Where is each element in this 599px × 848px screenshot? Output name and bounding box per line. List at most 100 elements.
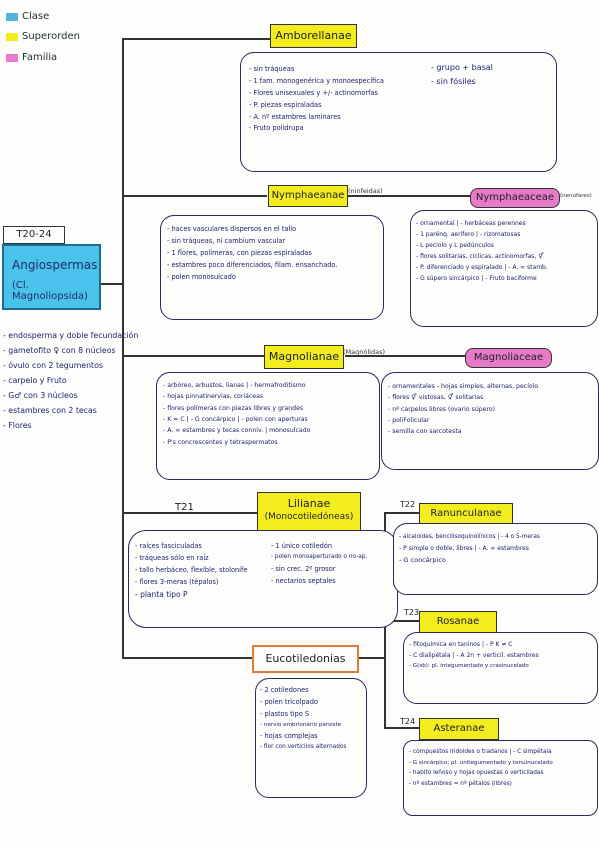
list-item: - sin tráqueas, ni cambium vascular [167, 236, 286, 245]
branch-nymphaeanae [122, 195, 267, 197]
list-item: - G(sb): pl. integumentado y crasinucela… [409, 663, 529, 670]
magnoliaceae-notes: - ornamentales - hojas simples, alternas… [381, 372, 599, 470]
eucotiledonias-title: Eucotiledonias [252, 645, 359, 673]
root-features-list: - endosperma y doble fecundación - gamet… [3, 331, 138, 436]
list-item: - gametofito ♀ con 8 núcleos [3, 346, 116, 355]
magnolianae-tag: (Magnólidas) [343, 348, 385, 356]
asteranae-list: - compuestos iridoides o tradanos | - C … [409, 749, 553, 792]
magnoliaceae-list: - ornamentales - hojas simples, alternas… [388, 383, 538, 440]
list-item: - G sincárpico; pl. unitegumentado y ten… [409, 759, 553, 766]
root-connector [97, 283, 122, 285]
list-item: - estambres poco diferenciados, filam. e… [167, 260, 338, 269]
list-item: - planta tipo P [135, 589, 188, 599]
nymphaeanae-title: Nymphaeanae [268, 185, 348, 207]
list-item: - haces vasculares dispersos en el tallo [167, 225, 297, 233]
asteranae-title: Asteranae [419, 718, 499, 740]
branch-rosanae [384, 620, 419, 622]
lilianae-title-box: Lilianae (Monocotiledóneas) [257, 492, 361, 534]
lilianae-code: T21 [175, 502, 194, 513]
list-item: - compuestos iridoides o tradanos | - C … [409, 749, 552, 755]
list-item: - 1 fam. monogenérica y monoespecífica [249, 76, 384, 85]
list-item: - estambres con 2 tecas [3, 406, 97, 415]
legend-familia: Familia [6, 52, 57, 63]
root-subtitle: (Cl. Magnoliopsida) [12, 280, 88, 302]
eucotiledonias-notes: - 2 cotiledones - polen tricolpado - pla… [255, 678, 367, 798]
lilianae-title: Lilianae [287, 497, 331, 510]
list-item: - ornamental | - herbáceas perennes [416, 220, 526, 227]
root-class-box: Angiospermas (Cl. Magnoliopsida) [2, 244, 101, 310]
branch-lilianae [122, 512, 257, 514]
list-item: - ornamentales - hojas simples, alternas… [388, 383, 539, 390]
rosanae-list: - fitoquímica en taninos | - P K ≠ C - C… [409, 641, 539, 674]
list-item: - P. piezas espiraladas [249, 100, 322, 109]
legend-superorden: Superorden [6, 31, 80, 42]
branch-asteranae [384, 727, 419, 729]
list-item: - nº estambres = nº pétalos (libres) [409, 781, 512, 788]
amborellanae-right-list: - grupo + basal - sin fósiles [431, 63, 493, 91]
list-item: - semilla con sarcotesta [388, 428, 462, 436]
list-item: - Flores [3, 421, 32, 430]
rosanae-code: T23 [404, 608, 420, 617]
list-item: - grupo + basal [431, 63, 493, 72]
list-item: - flores solitarias, cíclicas, actinomor… [416, 253, 544, 261]
list-item: - P. diferenciado y espiralado | - A. ∞ … [416, 264, 548, 272]
list-item: - nº carpelos libres (ovario súpero) [388, 405, 496, 413]
list-item: - G concárpico [399, 555, 446, 564]
list-item: - polen monoaperturado o no-ap. [271, 553, 368, 560]
list-item: - plastos tipo S [260, 709, 310, 718]
branch-magnoliaceae [345, 355, 465, 357]
list-item: - carpelo y Fruto [3, 376, 67, 385]
list-item: - 1 parénq. aerífero | - rizomatosas [416, 231, 521, 239]
list-item: - alcaloides, bencilisoquinolínicos | - … [399, 534, 540, 540]
magnoliaceae-title: Magnoliaceae [465, 348, 552, 368]
eucotiledonias-list: - 2 cotiledones - polen tricolpado - pla… [260, 686, 346, 755]
list-item: - óvulo con 2 tegumentos [3, 361, 103, 370]
list-item: - 1 flores, polímeras, con piezas espira… [167, 248, 312, 257]
branch-magnolianae [122, 355, 264, 357]
list-item: - sin fósiles [431, 76, 476, 86]
magnolianae-notes: - arbóreo, arbustos, lianas | - hermafro… [156, 372, 380, 480]
magnolianae-title: Magnolianae [264, 345, 344, 369]
list-item: - G súpero sincárpico | - Fruto baciform… [416, 275, 537, 283]
header-code: T20-24 [3, 226, 65, 244]
lilianae-left-list: - raíces fasciculadas - tráqueas sólo en… [135, 542, 247, 603]
eudicot-connector [355, 657, 384, 659]
branch-nymphaeaceae [345, 195, 470, 197]
list-item: - tallo herbáceo, flexible, stolonífe [135, 565, 248, 574]
list-item: - poliFolicular [388, 417, 430, 425]
list-item: - P's concrescentes y tetraspermatos [163, 438, 278, 446]
list-item: - nectarios septales [271, 576, 336, 585]
list-item: - Fruto polidrupa [249, 124, 304, 133]
legend-label: Clase [22, 11, 50, 22]
legend-swatch [6, 32, 18, 41]
lilianae-subtitle: (Monocotiledóneas) [264, 512, 354, 522]
list-item: - 1 único cotiledón [271, 542, 333, 550]
list-item: - G♂ con 3 núcleos [3, 391, 78, 400]
ranunculanae-code: T22 [400, 500, 416, 509]
list-item: - A. nº estambres laminares [249, 112, 341, 121]
legend-swatch [6, 12, 18, 21]
lilianae-notes: - raíces fasciculadas - tráqueas sólo en… [128, 530, 398, 628]
amborellanae-notes: - sin tráqueas - 1 fam. monogenérica y m… [240, 52, 557, 172]
legend-label: Familia [22, 52, 58, 63]
legend-swatch [6, 53, 18, 62]
list-item: - tráqueas sólo en raíz [135, 553, 209, 562]
magnolianae-list: - arbóreo, arbustos, lianas | - hermafro… [163, 382, 310, 450]
list-item: - flores polímeras con piezas libres y g… [163, 404, 304, 412]
legend-clase: Clase [6, 11, 49, 22]
ranunculanae-notes: - alcaloides, bencilisoquinolínicos | - … [393, 523, 598, 595]
list-item: - polen monosulcado [167, 272, 236, 281]
nymphaeanae-list: - haces vasculares dispersos en el tallo… [167, 225, 337, 284]
nymphaeaceae-tag: (nenúfares) [560, 193, 592, 199]
list-item: - flor con verticilos alternados [260, 744, 347, 751]
list-item: - sin crec. 2º grosor [271, 564, 336, 573]
branch-ranunculanae [384, 512, 419, 514]
list-item: - fitoquímica en taninos | - P K ≠ C [409, 641, 513, 648]
amborellanae-left-list: - sin tráqueas - 1 fam. monogenérica y m… [249, 65, 384, 136]
lilianae-right-list: - 1 único cotiledón - polen monoapertura… [271, 542, 367, 588]
ranunculanae-list: - alcaloides, bencilisoquinolínicos | - … [399, 534, 540, 568]
list-item: - Flores unisexuales y +/- actinomorfas [249, 88, 378, 97]
list-item: - A. ∞ estambres y tecas conniv. | monos… [163, 427, 311, 435]
nymphaeanae-tag: (ninfeidas) [348, 187, 383, 195]
main-trunk-line [122, 38, 124, 658]
